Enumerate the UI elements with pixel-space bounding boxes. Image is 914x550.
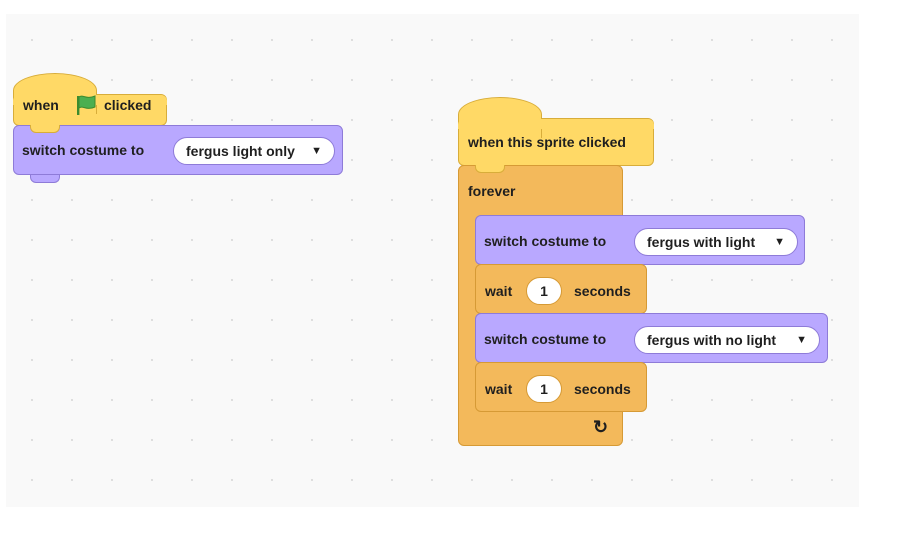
wait-seconds-input[interactable]: 1 bbox=[526, 277, 562, 305]
loop-arrow-icon: ↻ bbox=[593, 417, 609, 437]
costume-value: fergus with light bbox=[647, 234, 756, 250]
green-flag-icon bbox=[77, 95, 96, 115]
wait-block[interactable]: wait 1 seconds bbox=[475, 362, 647, 412]
switch-costume-block[interactable]: switch costume to fergus with no light ▼ bbox=[475, 313, 828, 363]
hat-cap bbox=[458, 97, 542, 138]
when-sprite-clicked-block[interactable]: when this sprite clicked bbox=[458, 97, 654, 166]
switch-costume-label: switch costume to bbox=[484, 233, 607, 249]
block-notch bbox=[30, 125, 60, 133]
costume-dropdown[interactable]: fergus light only ▼ bbox=[173, 137, 335, 165]
wait-value: 1 bbox=[540, 381, 548, 397]
block-tab bbox=[30, 175, 60, 183]
when-flag-clicked-block[interactable]: when clicked bbox=[13, 73, 167, 126]
switch-costume-label: switch costume to bbox=[22, 142, 145, 158]
wait-block[interactable]: wait 1 seconds bbox=[475, 264, 647, 314]
seconds-label: seconds bbox=[574, 283, 631, 299]
wait-seconds-input[interactable]: 1 bbox=[526, 375, 562, 403]
chevron-down-icon: ▼ bbox=[774, 236, 785, 248]
costume-value: fergus light only bbox=[186, 143, 295, 159]
costume-dropdown[interactable]: fergus with light ▼ bbox=[634, 228, 798, 256]
seconds-label: seconds bbox=[574, 381, 631, 397]
wait-label: wait bbox=[485, 283, 513, 299]
chevron-down-icon: ▼ bbox=[796, 334, 807, 346]
costume-value: fergus with no light bbox=[647, 332, 777, 348]
chevron-down-icon: ▼ bbox=[311, 145, 322, 157]
clicked-label: clicked bbox=[104, 97, 152, 113]
switch-costume-block[interactable]: switch costume to fergus with light ▼ bbox=[475, 215, 805, 265]
wait-label: wait bbox=[485, 381, 513, 397]
costume-dropdown[interactable]: fergus with no light ▼ bbox=[634, 326, 820, 354]
when-label: when bbox=[23, 97, 59, 113]
switch-costume-label: switch costume to bbox=[484, 331, 607, 347]
switch-costume-block[interactable]: switch costume to fergus light only ▼ bbox=[13, 125, 343, 183]
block-notch bbox=[475, 165, 505, 173]
forever-label: forever bbox=[468, 183, 516, 199]
wait-value: 1 bbox=[540, 283, 548, 299]
when-sprite-clicked-label: when this sprite clicked bbox=[468, 134, 626, 150]
